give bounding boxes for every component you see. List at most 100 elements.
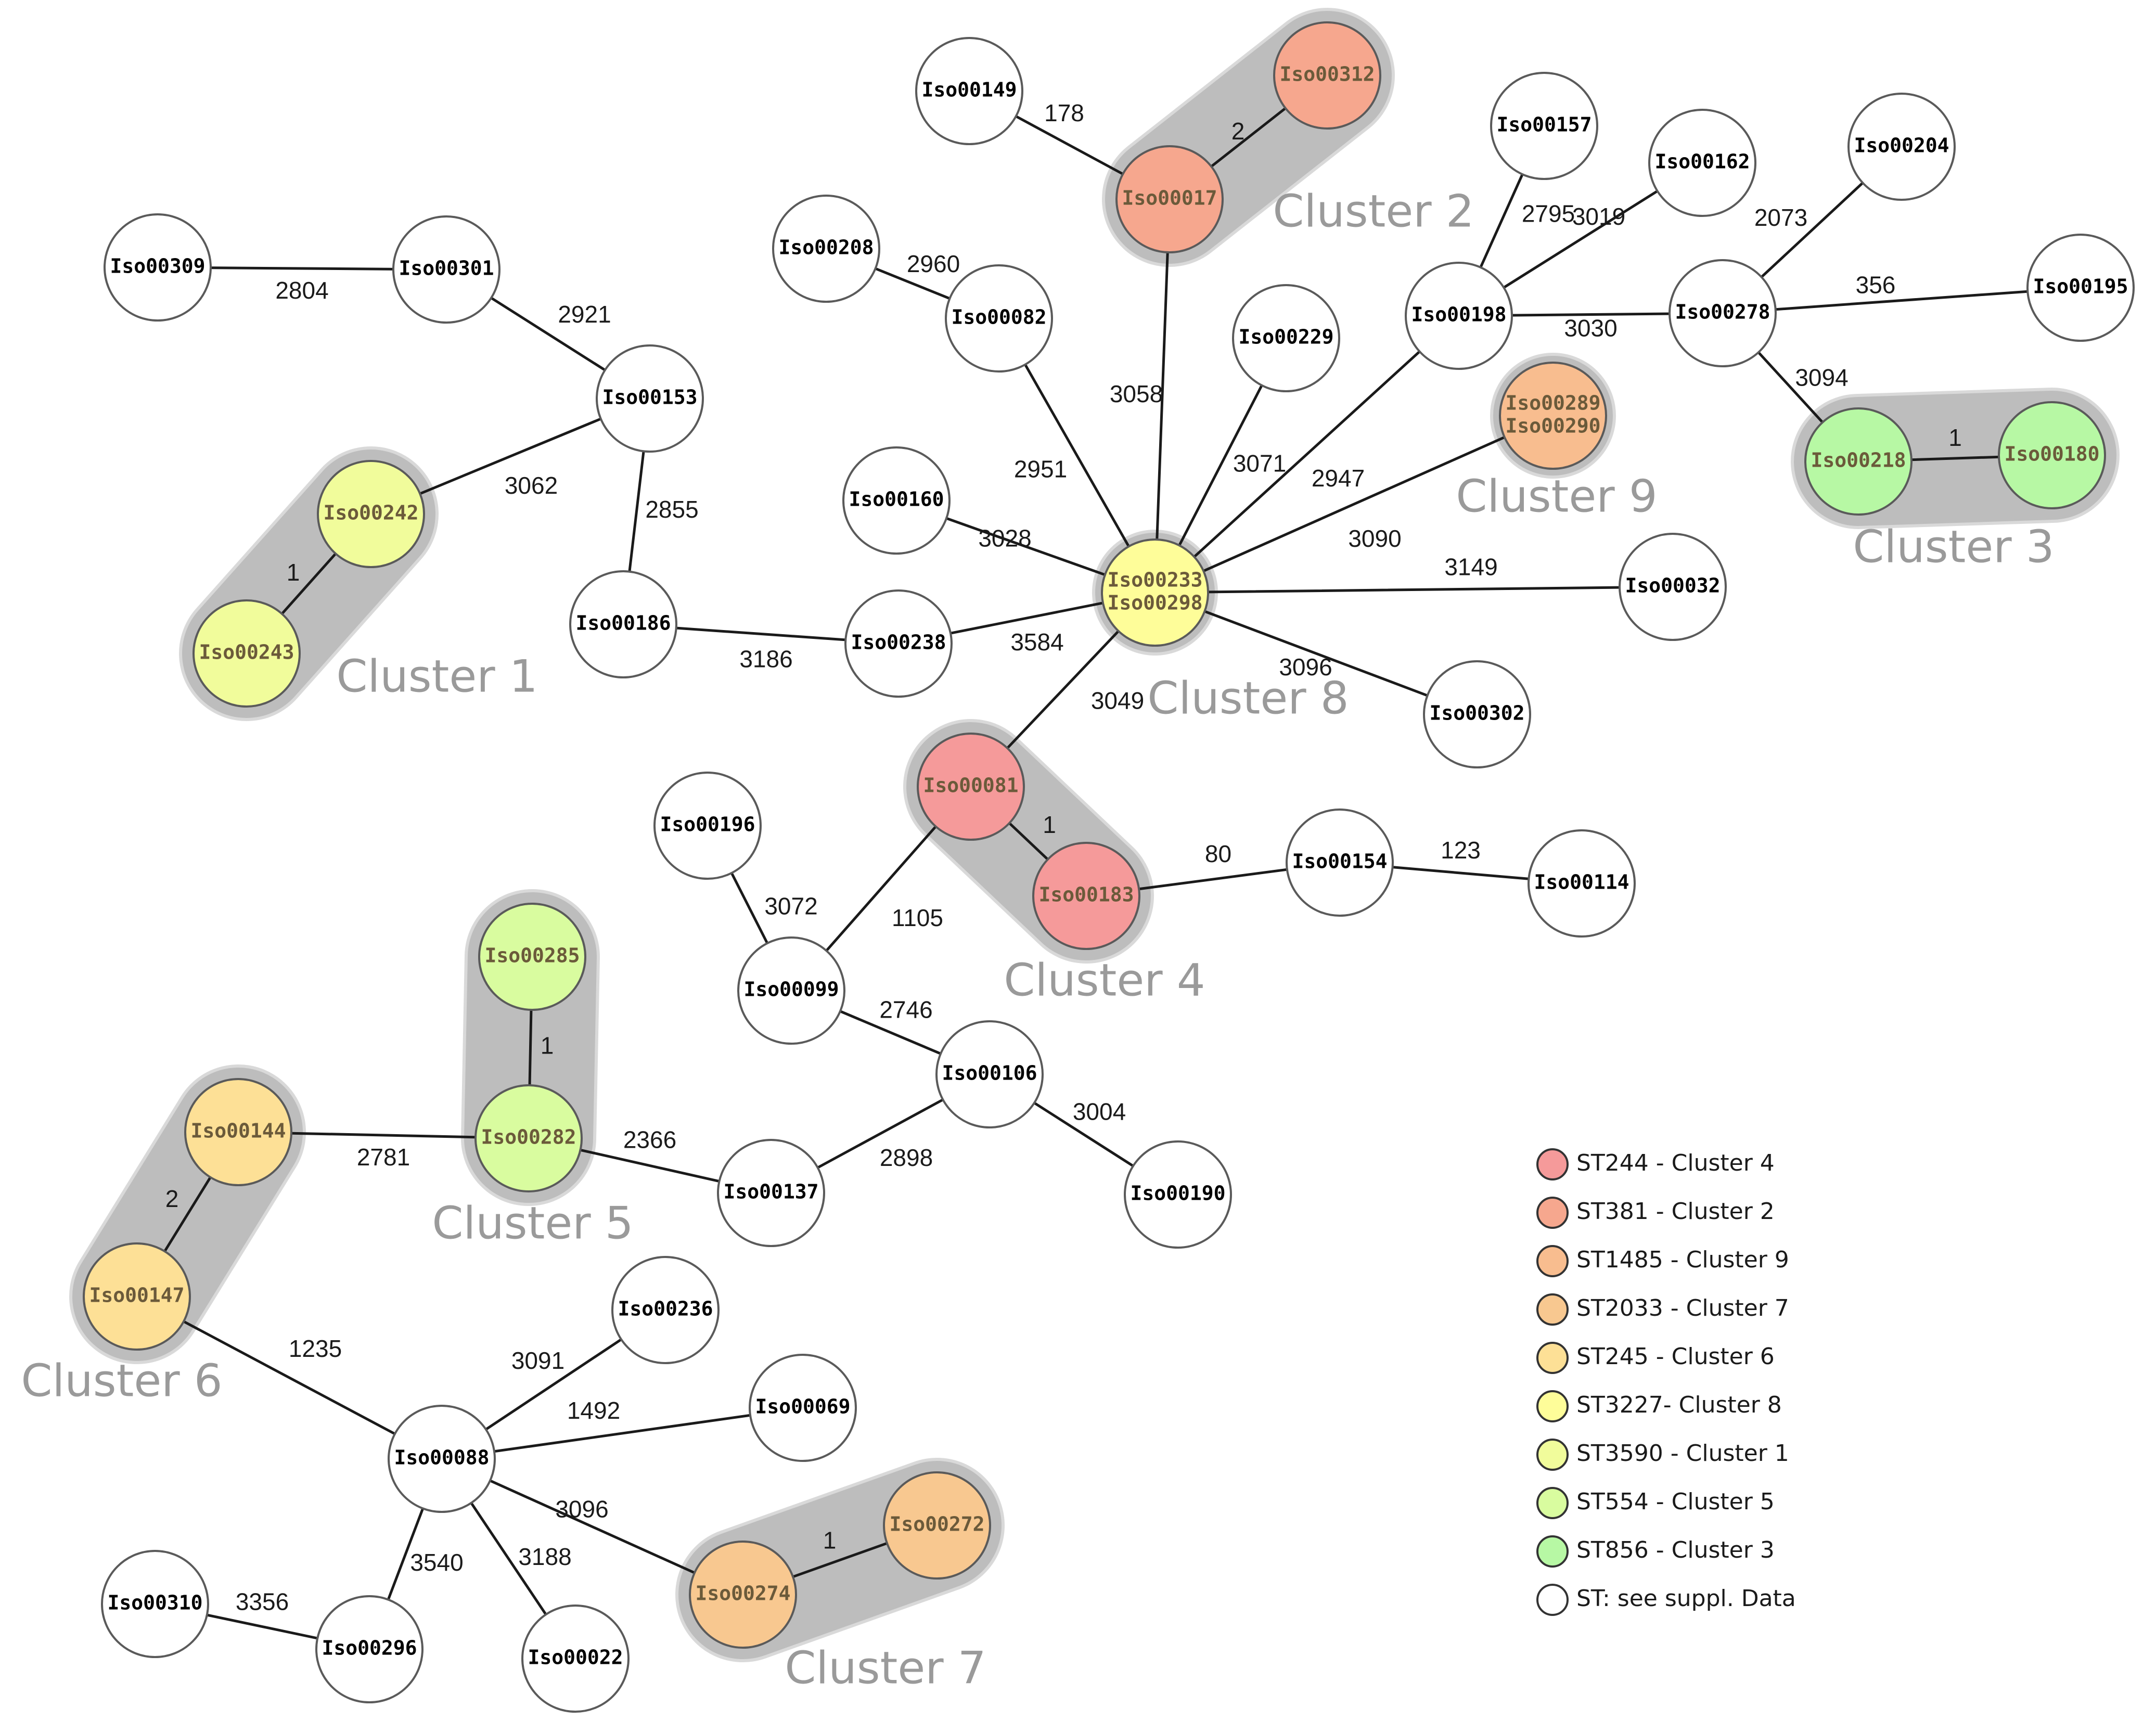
edge bbox=[135, 1295, 443, 1460]
isolate-node: Iso00114 bbox=[1528, 829, 1636, 938]
isolate-node-label: Iso00149 bbox=[921, 79, 1017, 101]
isolate-node: Iso00236 bbox=[611, 1256, 720, 1364]
edge-distance-label: 3062 bbox=[505, 472, 558, 499]
isolate-node: Iso00238 bbox=[844, 589, 953, 698]
isolate-node-label: Iso00242 bbox=[323, 502, 418, 524]
cluster-label: Cluster 7 bbox=[785, 1642, 986, 1694]
isolate-node-label: Iso00088 bbox=[394, 1446, 489, 1469]
edge-distance-label: 2746 bbox=[879, 996, 932, 1023]
edge bbox=[1153, 414, 1555, 594]
edge-distance-label: 3096 bbox=[555, 1496, 608, 1523]
isolate-node: Iso00069 bbox=[749, 1354, 857, 1462]
cluster-label: Cluster 8 bbox=[1147, 672, 1349, 724]
edge-distance-label: 2947 bbox=[1312, 465, 1365, 492]
legend-item: ST856 - Cluster 3 bbox=[1536, 1535, 1775, 1568]
legend-label: ST1485 - Cluster 9 bbox=[1576, 1247, 1789, 1273]
edge-distance-label: 80 bbox=[1205, 840, 1231, 867]
isolate-node: Iso00309 bbox=[104, 213, 212, 322]
isolate-node-circle bbox=[569, 570, 677, 678]
isolate-node: Iso00157 bbox=[1490, 72, 1598, 180]
isolate-node-circle bbox=[1804, 407, 1913, 516]
legend-label: ST3590 - Cluster 1 bbox=[1576, 1440, 1789, 1467]
isolate-node: Iso00183 bbox=[1032, 842, 1140, 950]
cluster-label: Cluster 2 bbox=[1273, 185, 1474, 237]
isolate-node: Iso00195 bbox=[2026, 234, 2135, 342]
isolate-node: Iso00196 bbox=[653, 772, 762, 880]
isolate-node-label: Iso00017 bbox=[1122, 187, 1217, 210]
isolate-node-label: Iso00289 bbox=[1505, 392, 1600, 415]
isolate-node-label: Iso00195 bbox=[2033, 275, 2128, 298]
legend-label: ST554 - Cluster 5 bbox=[1576, 1488, 1775, 1515]
isolate-node-circle bbox=[1286, 808, 1394, 917]
isolate-node: Iso00204 bbox=[1847, 93, 1956, 201]
isolate-node-circle bbox=[1998, 401, 2106, 509]
isolate-node-label: Iso00160 bbox=[849, 488, 944, 511]
isolate-node-circle bbox=[83, 1242, 191, 1351]
isolate-node-label: Iso00180 bbox=[2004, 443, 2099, 466]
cluster-label: Cluster 9 bbox=[1456, 470, 1657, 522]
isolate-node: Iso00208 bbox=[772, 195, 880, 303]
isolate-node-circle bbox=[315, 1595, 424, 1703]
isolate-node-label: Iso00233 bbox=[1107, 569, 1202, 592]
isolate-node: Iso00153 bbox=[596, 344, 704, 453]
isolate-node-label: Iso00272 bbox=[889, 1513, 984, 1536]
edge-distance-label: 3019 bbox=[1572, 203, 1625, 230]
legend-item: ST: see suppl. Data bbox=[1536, 1584, 1796, 1616]
isolate-node-circle bbox=[1847, 93, 1956, 201]
legend-swatch bbox=[1536, 1584, 1569, 1616]
isolate-node-circle bbox=[1423, 660, 1531, 768]
legend-item: ST554 - Cluster 5 bbox=[1536, 1487, 1775, 1519]
isolate-node-label: Iso00274 bbox=[695, 1582, 790, 1605]
legend-label: ST3227- Cluster 8 bbox=[1576, 1392, 1782, 1418]
edge-distance-label: 3028 bbox=[978, 525, 1031, 552]
isolate-node-label: Iso00137 bbox=[723, 1180, 818, 1203]
edge bbox=[1721, 286, 2082, 315]
isolate-node-label: Iso00032 bbox=[1625, 574, 1720, 597]
isolate-node-label: Iso00153 bbox=[602, 386, 697, 409]
edge-distance-label: 3356 bbox=[236, 1588, 289, 1615]
edge-distance-label: 2960 bbox=[907, 250, 960, 277]
isolate-node-label: Iso00183 bbox=[1038, 883, 1134, 906]
isolate-node-circle bbox=[717, 1139, 825, 1247]
isolate-node-circle bbox=[1115, 145, 1224, 253]
edge-distance-label: 3004 bbox=[1073, 1098, 1126, 1125]
isolate-node-circle bbox=[392, 215, 500, 324]
edge-distance-label: 356 bbox=[1856, 272, 1896, 299]
isolate-node-circle bbox=[1232, 284, 1340, 392]
isolate-node-label: Iso00282 bbox=[481, 1126, 576, 1149]
isolate-node-label: Iso00144 bbox=[190, 1120, 286, 1143]
isolate-node-circle bbox=[689, 1541, 797, 1649]
edge-distance-label: 2795 bbox=[1522, 200, 1575, 227]
isolate-node: Iso00274 bbox=[689, 1541, 797, 1649]
isolate-node-label: Iso00301 bbox=[399, 257, 494, 280]
edge-distance-label: 2073 bbox=[1754, 204, 1807, 231]
isolate-node-label: Iso00309 bbox=[110, 255, 205, 278]
isolate-node: Iso00302 bbox=[1423, 660, 1531, 768]
edge bbox=[1153, 585, 1674, 594]
edge-distance-label: 178 bbox=[1044, 99, 1084, 126]
isolate-node-circle bbox=[842, 446, 951, 555]
isolate-node-circle bbox=[611, 1256, 720, 1364]
edge-distance-label: 2804 bbox=[275, 277, 328, 304]
isolate-node: Iso00243 bbox=[192, 599, 301, 708]
cluster-label: Cluster 1 bbox=[336, 650, 537, 702]
isolate-node: Iso00282 bbox=[474, 1084, 583, 1192]
isolate-node-label: Iso00186 bbox=[575, 612, 671, 635]
legend-label: ST381 - Cluster 2 bbox=[1576, 1198, 1775, 1225]
edge-distance-label: 2898 bbox=[880, 1144, 933, 1171]
edge bbox=[1153, 591, 1479, 716]
isolate-node-circle bbox=[1032, 842, 1140, 950]
isolate-node-label: Iso00238 bbox=[851, 631, 946, 654]
isolate-node-circle bbox=[521, 1605, 630, 1713]
isolate-node-circle bbox=[596, 344, 704, 453]
edge-distance-label: 1235 bbox=[289, 1335, 342, 1362]
edge-distance-label: 1 bbox=[541, 1032, 554, 1059]
isolate-node-circle bbox=[474, 1084, 583, 1192]
legend-label: ST2033 - Cluster 7 bbox=[1576, 1295, 1789, 1321]
isolate-node: Iso00229 bbox=[1232, 284, 1340, 392]
edge-distance-label: 3071 bbox=[1233, 450, 1286, 477]
